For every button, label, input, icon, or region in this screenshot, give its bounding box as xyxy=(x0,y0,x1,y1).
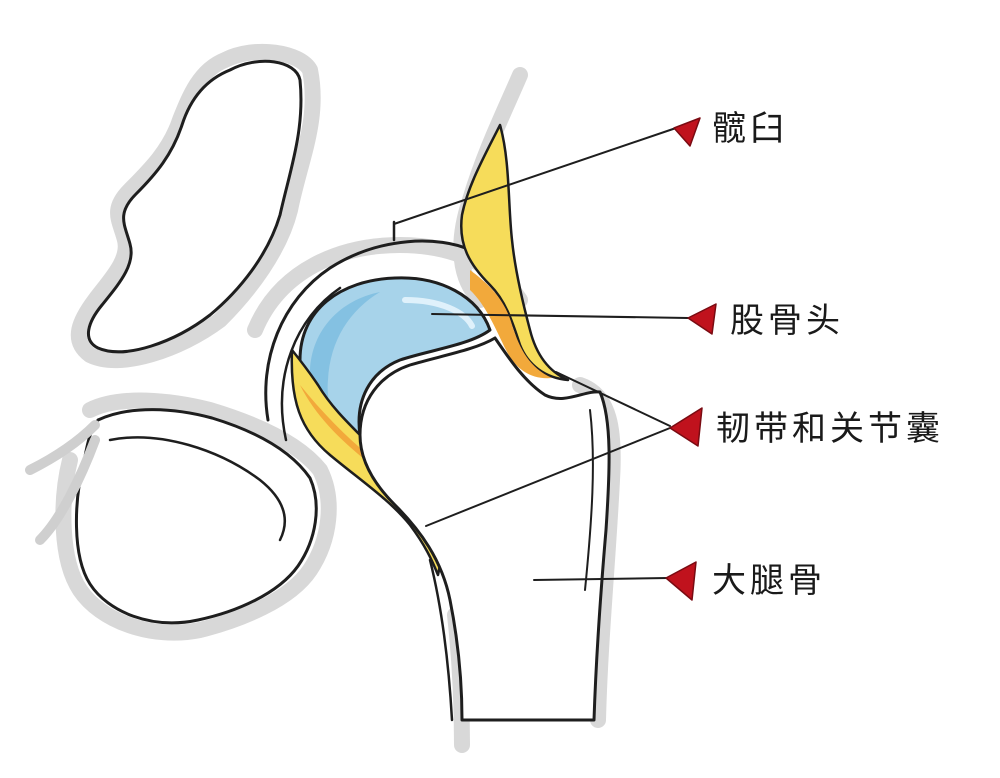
ischium-bone xyxy=(75,408,318,625)
pelvis-connector xyxy=(25,420,100,545)
label-femoral-head: 股骨头 xyxy=(730,301,844,341)
ligament-upper-orange xyxy=(470,270,552,379)
ilium-bone xyxy=(87,59,303,354)
femur-medial-line xyxy=(428,558,454,722)
leader-acetabulum xyxy=(393,127,677,225)
pelvis-inner-curve xyxy=(108,436,287,542)
femur-bone xyxy=(358,336,611,722)
ligament-upper xyxy=(460,123,570,382)
femoral-head-highlight xyxy=(402,297,475,329)
leader-lines xyxy=(393,127,689,581)
marker-acetabulum xyxy=(673,117,701,147)
label-ligaments-capsule: 韧带和关节囊 xyxy=(716,409,944,449)
leader-ligament-upper xyxy=(555,371,671,427)
markers xyxy=(665,117,717,601)
acetabulum-rim xyxy=(264,239,472,422)
label-femur: 大腿骨 xyxy=(712,561,826,601)
marker-femoral-head xyxy=(687,303,717,335)
label-acetabulum: 髋臼 xyxy=(712,109,788,149)
leader-femur xyxy=(533,577,669,581)
leader-ligament-lower xyxy=(425,427,671,527)
femur-lateral-line xyxy=(584,409,594,591)
marker-ligaments-capsule xyxy=(669,407,703,447)
leader-femoral-head xyxy=(431,313,689,319)
marker-femur xyxy=(665,561,697,601)
